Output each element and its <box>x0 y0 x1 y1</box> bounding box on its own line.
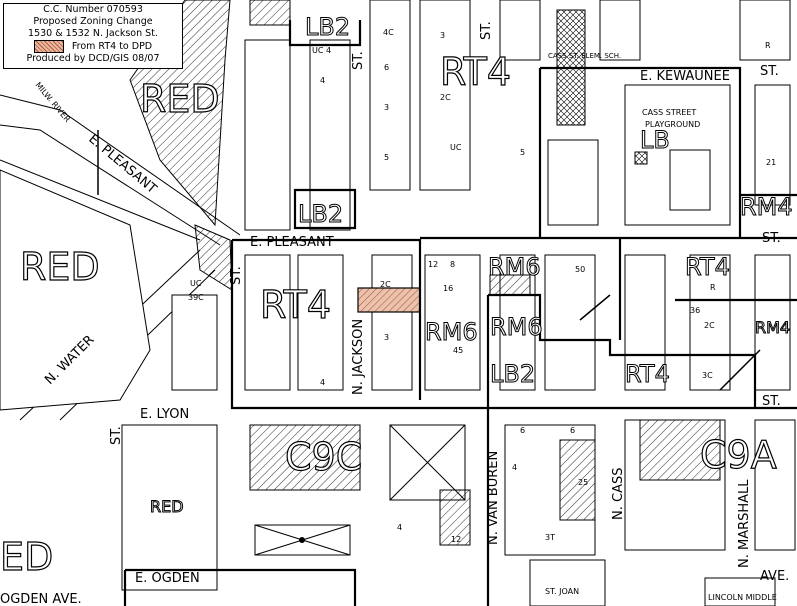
playground-label: CASS STREET <box>642 108 696 117</box>
zone-red: RED <box>150 497 184 516</box>
zone-labels: RED RED ED RED RT4 RT4 RT4 RT4 LB2 LB2 L… <box>0 13 793 580</box>
legend-swatch-row: From RT4 to DPD <box>4 40 182 53</box>
zone-lb2: LB2 <box>298 200 343 228</box>
zone-lb2: LB2 <box>305 13 350 41</box>
zone-red: ED <box>0 535 53 579</box>
zone-red: RED <box>140 77 220 121</box>
map-legend: C.C. Number 070593 Proposed Zoning Chang… <box>3 3 183 69</box>
parcel-number: 4C <box>383 28 394 37</box>
parcel-number: 5 <box>384 153 389 162</box>
street-e-kewaunee: E. KEWAUNEE <box>640 69 730 84</box>
street-suffix: ST. <box>762 394 781 409</box>
lincoln-label: LINCOLN MIDDLE <box>708 593 777 602</box>
school-label: CASS ST. ELEM. SCH. <box>548 52 621 60</box>
st-joan-label: ST. JOAN <box>545 587 579 596</box>
street-suffix: ST. <box>109 426 124 445</box>
street-n-jackson: N. JACKSON <box>351 319 366 395</box>
zone-lb: LB <box>640 126 670 154</box>
zone-rt4: RT4 <box>685 253 730 281</box>
street-e-ogden: E. OGDEN <box>135 571 200 586</box>
swatch-label: From RT4 to DPD <box>71 40 153 52</box>
street-ave: AVE. <box>760 569 789 584</box>
legend-address: 1530 & 1532 N. Jackson St. <box>28 28 158 39</box>
parcel-number: 25 <box>578 478 588 487</box>
parcel-number: 12 <box>428 260 438 269</box>
zone-c9a: C9A <box>700 433 777 477</box>
arrow-icon <box>719 349 761 391</box>
parcel-number: 4 <box>512 463 517 472</box>
parcel-number: 4 <box>397 523 402 532</box>
street-suffix: ST. <box>229 266 244 285</box>
parcel-number: 3C <box>702 371 713 380</box>
street-suffix: ST. <box>762 231 781 246</box>
parcel-number: 2C <box>704 321 715 330</box>
milwaukee-river-label: MILW. RIVER <box>33 81 72 125</box>
parcel-numbers: 4C 3 2C 4 6 5 3 4 R 3 12 8 16 45 36 2C 3… <box>188 28 776 544</box>
parcel-number: UC 4 <box>312 46 331 55</box>
parcel-number: 4 <box>320 76 325 85</box>
zone-rm6: RM6 <box>488 253 541 281</box>
produced-by: Produced by DCD/GIS 08/07 <box>26 53 160 64</box>
proposed-zoning-change-parcel[interactable] <box>357 287 421 313</box>
zone-c9c: C9C <box>285 435 362 479</box>
parcel-number: 3 <box>384 103 389 112</box>
parcel-number: R <box>710 283 716 292</box>
parcel-number: R <box>765 41 771 50</box>
parcel-number: 16 <box>443 284 453 293</box>
cc-number: C.C. Number 070593 <box>43 4 143 15</box>
parcel-number: 6 <box>384 63 389 72</box>
zone-rm4: RM4 <box>740 193 793 221</box>
parcel-number: 45 <box>453 346 463 355</box>
street-e-pleasant: E. PLEASANT <box>85 132 159 197</box>
parcel-number: 4 <box>320 378 325 387</box>
street-suffix: ST. <box>479 21 494 40</box>
parcel-number: 3 <box>440 31 445 40</box>
parcel-number: 21 <box>766 158 776 167</box>
parcel-number: UC <box>450 143 462 152</box>
street-ogden-ave: OGDEN AVE. <box>0 592 82 606</box>
parcel-number: 50 <box>575 265 585 274</box>
street-n-marshall: N. MARSHALL <box>737 479 752 568</box>
zone-rt4: RT4 <box>260 283 331 327</box>
zone-rt4: RT4 <box>625 360 670 388</box>
zone-rt4: RT4 <box>440 50 511 94</box>
parcel-number: 3T <box>545 533 555 542</box>
street-e-lyon: E. LYON <box>140 407 189 422</box>
parcel-number: 5 <box>520 148 525 157</box>
playground-label: PLAYGROUND <box>645 120 700 129</box>
street-suffix: ST. <box>760 64 779 79</box>
arrow-icon <box>579 294 611 321</box>
parcel-number: 2C <box>380 280 391 289</box>
parcel-number: 6 <box>570 426 575 435</box>
street-e-pleasant: E. PLEASANT <box>250 235 334 250</box>
zone-rm4: RM4 <box>755 318 790 337</box>
legend-title: Proposed Zoning Change <box>33 16 153 27</box>
street-suffix: ST. <box>351 51 366 70</box>
landmarks: CASS ST. ELEM. SCH. CASS STREET PLAYGROU… <box>548 52 700 129</box>
parcels <box>121 0 796 606</box>
parcel-number: 36 <box>690 306 700 315</box>
zone-rm6: RM6 <box>425 318 478 346</box>
zoning-boundaries <box>123 20 797 606</box>
parcel-number: 6 <box>520 426 525 435</box>
parcel-number: 3 <box>384 333 389 342</box>
zone-red: RED <box>20 245 100 289</box>
zone-lb2: LB2 <box>490 360 535 388</box>
hatch-swatch-icon <box>33 40 64 53</box>
zone-rm6: RM6 <box>490 313 543 341</box>
parcel-number: 12 <box>451 535 461 544</box>
parcel-number: UC <box>190 279 202 288</box>
street-n-van-buren: N. VAN BUREN <box>486 451 501 545</box>
street-n-cass: N. CASS <box>611 468 626 520</box>
parcel-number: 8 <box>450 260 455 269</box>
parcel-number: 2C <box>440 93 451 102</box>
parcel-number: 39C <box>188 293 204 302</box>
